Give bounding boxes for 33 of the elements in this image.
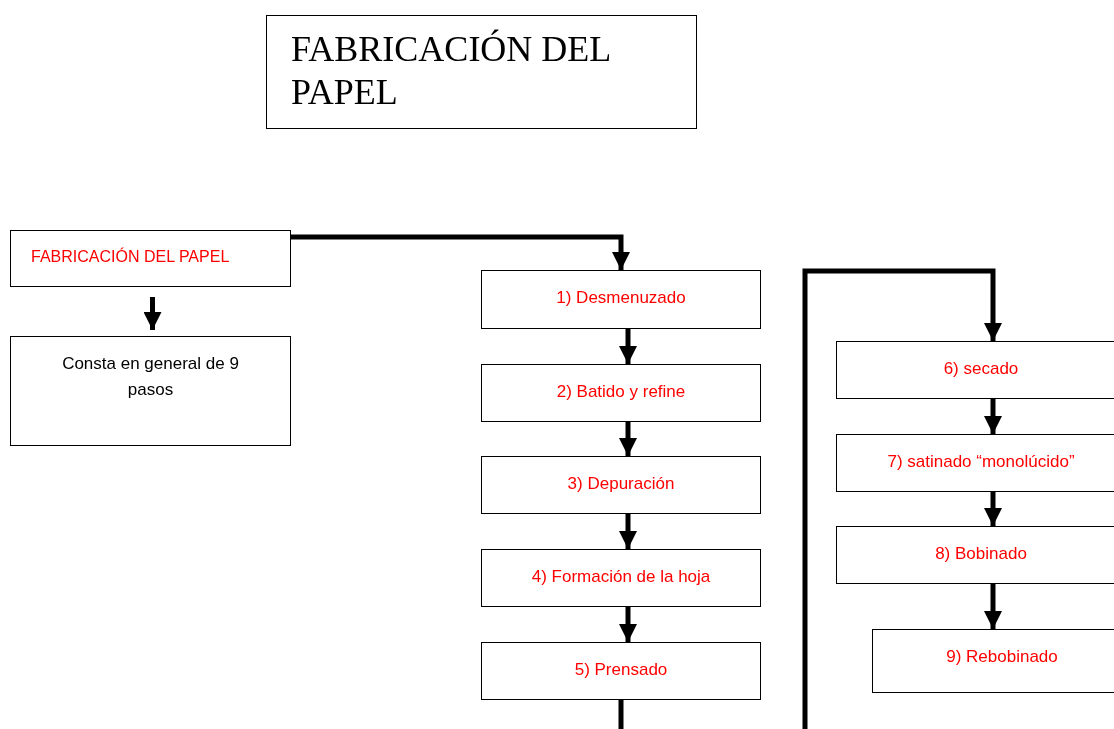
arrow	[143, 297, 162, 330]
process-box	[481, 364, 761, 422]
process-box	[836, 434, 1114, 492]
arrow	[619, 329, 637, 364]
step-text: 3) Depuración	[567, 473, 675, 495]
arrow	[984, 492, 1002, 526]
step-text: 5) Prensado	[574, 659, 668, 681]
step-text: 4) Formación de la hoja	[531, 566, 711, 588]
arrow	[291, 234, 630, 270]
process-box	[10, 230, 291, 287]
arrow	[618, 268, 1002, 729]
arrow	[619, 514, 637, 549]
step-text: 7) satinado “monolúcido”	[887, 451, 1075, 473]
step-text: 1) Desmenuzado	[556, 287, 686, 309]
arrow	[619, 607, 637, 642]
step-text: 6) secado	[943, 358, 1019, 380]
process-box	[836, 341, 1114, 399]
process-box	[481, 270, 761, 329]
step-text: Consta en general de 9 pasos	[61, 353, 240, 402]
process-box	[836, 526, 1114, 584]
arrow	[984, 584, 1002, 629]
process-box	[10, 336, 291, 446]
step-text: 2) Batido y refine	[556, 381, 686, 403]
step-text: FABRICACIÓN DEL PAPEL	[31, 246, 230, 267]
arrow	[619, 422, 637, 456]
process-box	[481, 456, 761, 514]
process-box	[872, 629, 1114, 693]
arrow	[984, 399, 1002, 434]
process-box	[481, 642, 761, 700]
process-box	[481, 549, 761, 607]
title: FABRICACIÓN DEL PAPEL	[291, 28, 611, 115]
step-text: 8) Bobinado	[935, 543, 1027, 565]
step-text: 9) Rebobinado	[946, 646, 1058, 668]
